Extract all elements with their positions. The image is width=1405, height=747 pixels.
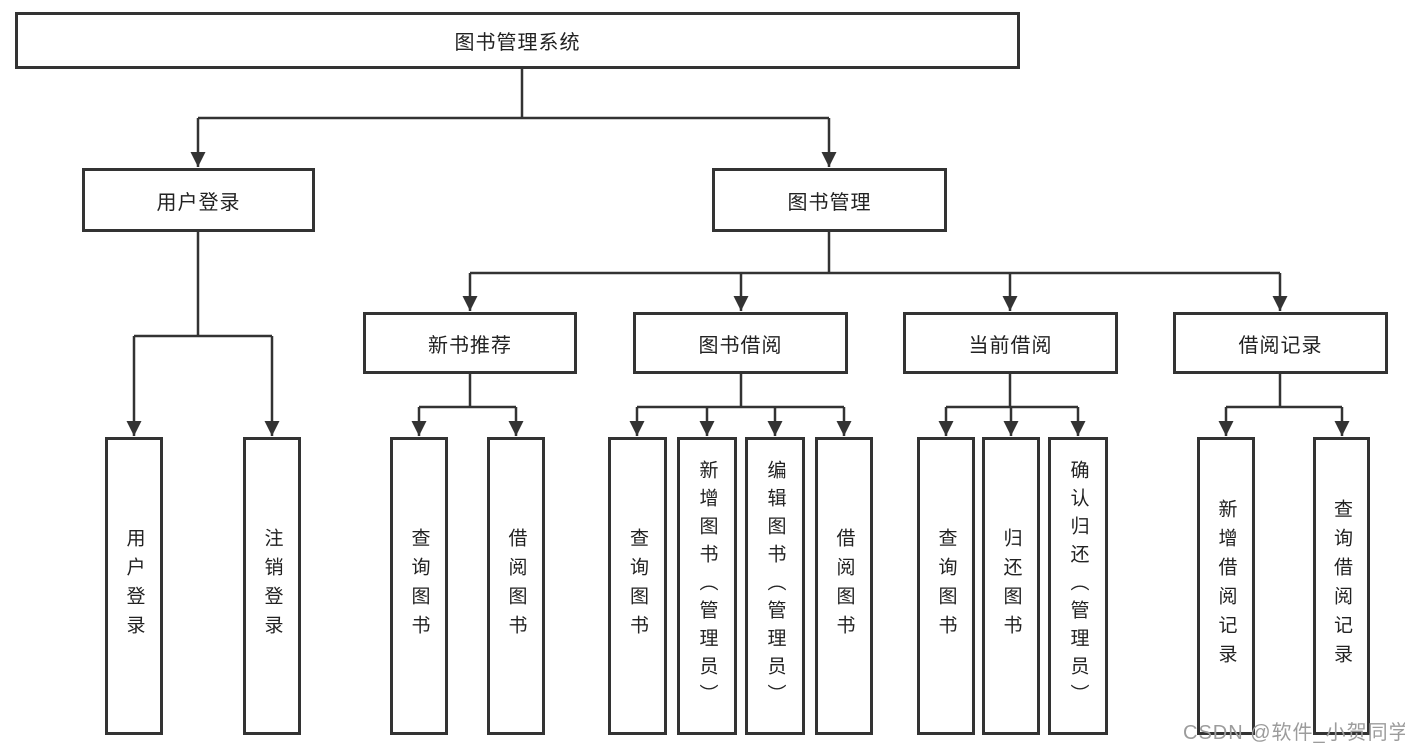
node-library-system: 图书管理系统 bbox=[15, 12, 1020, 69]
leaf-label: 查询借阅记录 bbox=[1331, 499, 1352, 673]
node-borrowing-records: 借阅记录 bbox=[1173, 312, 1388, 374]
node-book-borrowing: 图书借阅 bbox=[633, 312, 848, 374]
leaf-edit-books-admin: 编辑图书（管理员） bbox=[745, 437, 805, 735]
leaf-label: 查询图书 bbox=[627, 528, 648, 644]
leaf-label: 编辑图书（管理员） bbox=[764, 460, 786, 712]
leaf-label: 注销登录 bbox=[261, 528, 283, 644]
leaf-logout: 注销登录 bbox=[243, 437, 301, 735]
leaf-label: 新增图书（管理员） bbox=[696, 460, 718, 712]
leaf-borrow-books: 借阅图书 bbox=[815, 437, 873, 735]
csdn-watermark: CSDN @软件_小贺同学 bbox=[1183, 722, 1405, 744]
leaf-label: 借阅图书 bbox=[833, 528, 855, 644]
leaf-add-books-admin: 新增图书（管理员） bbox=[677, 437, 737, 735]
node-new-book-recommendation: 新书推荐 bbox=[363, 312, 577, 374]
leaf-label: 用户登录 bbox=[123, 528, 145, 644]
node-user-login: 用户登录 bbox=[82, 168, 315, 232]
leaf-query-borrow-record: 查询借阅记录 bbox=[1313, 437, 1370, 735]
leaf-label: 归还图书 bbox=[1000, 528, 1022, 644]
leaf-label: 借阅图书 bbox=[505, 528, 527, 644]
leaf-label: 查询图书 bbox=[408, 528, 430, 644]
leaf-query-books: 查询图书 bbox=[390, 437, 448, 735]
leaf-add-borrow-record: 新增借阅记录 bbox=[1197, 437, 1255, 735]
leaf-user-login: 用户登录 bbox=[105, 437, 163, 735]
leaf-return-books: 归还图书 bbox=[982, 437, 1040, 735]
leaf-borrow-books: 借阅图书 bbox=[487, 437, 545, 735]
leaf-query-books: 查询图书 bbox=[917, 437, 975, 735]
leaf-label: 确认归还（管理员） bbox=[1067, 460, 1089, 712]
leaf-label: 新增借阅记录 bbox=[1215, 499, 1237, 673]
leaf-query-books: 查询图书 bbox=[608, 437, 667, 735]
node-current-borrowing: 当前借阅 bbox=[903, 312, 1118, 374]
leaf-confirm-return-admin: 确认归还（管理员） bbox=[1048, 437, 1108, 735]
node-book-management: 图书管理 bbox=[712, 168, 947, 232]
leaf-label: 查询图书 bbox=[935, 528, 957, 644]
